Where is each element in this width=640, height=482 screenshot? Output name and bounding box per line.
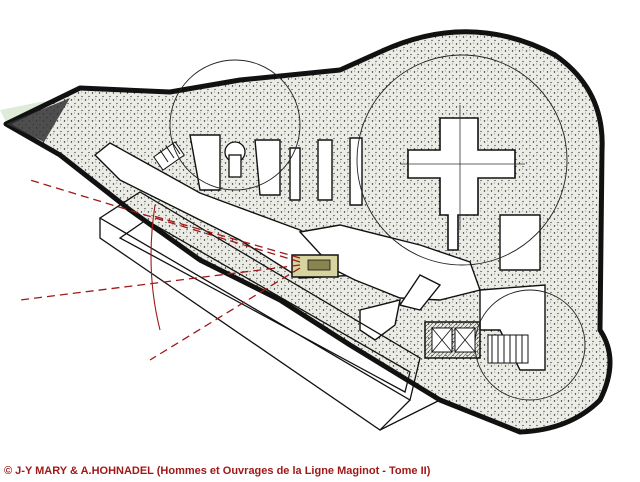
lower-gallery bbox=[359, 299, 401, 341]
action-circles bbox=[169, 54, 586, 401]
main-gallery bbox=[298, 224, 481, 301]
upper-gallery-3 bbox=[289, 147, 301, 201]
stair-gallery bbox=[398, 274, 442, 311]
right-gallery bbox=[499, 214, 541, 271]
upper-gallery-4 bbox=[317, 139, 333, 201]
galleries bbox=[93, 134, 546, 371]
rock-wedge bbox=[6, 98, 70, 142]
credit-text: © J-Y MARY & A.HOHNADEL (Hommes et Ouvra… bbox=[4, 465, 431, 477]
stairs bbox=[487, 334, 529, 364]
fire-arc bbox=[150, 204, 161, 331]
fire-lines bbox=[19, 179, 301, 361]
entrance-stair bbox=[153, 141, 185, 171]
turret-cross bbox=[407, 117, 516, 251]
upper-gallery-5 bbox=[349, 137, 363, 206]
hatched-block-cross bbox=[431, 327, 476, 353]
gun-barrel bbox=[307, 259, 331, 271]
upper-gallery-2 bbox=[254, 139, 281, 196]
embankment bbox=[98, 191, 441, 431]
upper-gallery-1 bbox=[189, 134, 221, 191]
keyhole bbox=[224, 141, 246, 178]
